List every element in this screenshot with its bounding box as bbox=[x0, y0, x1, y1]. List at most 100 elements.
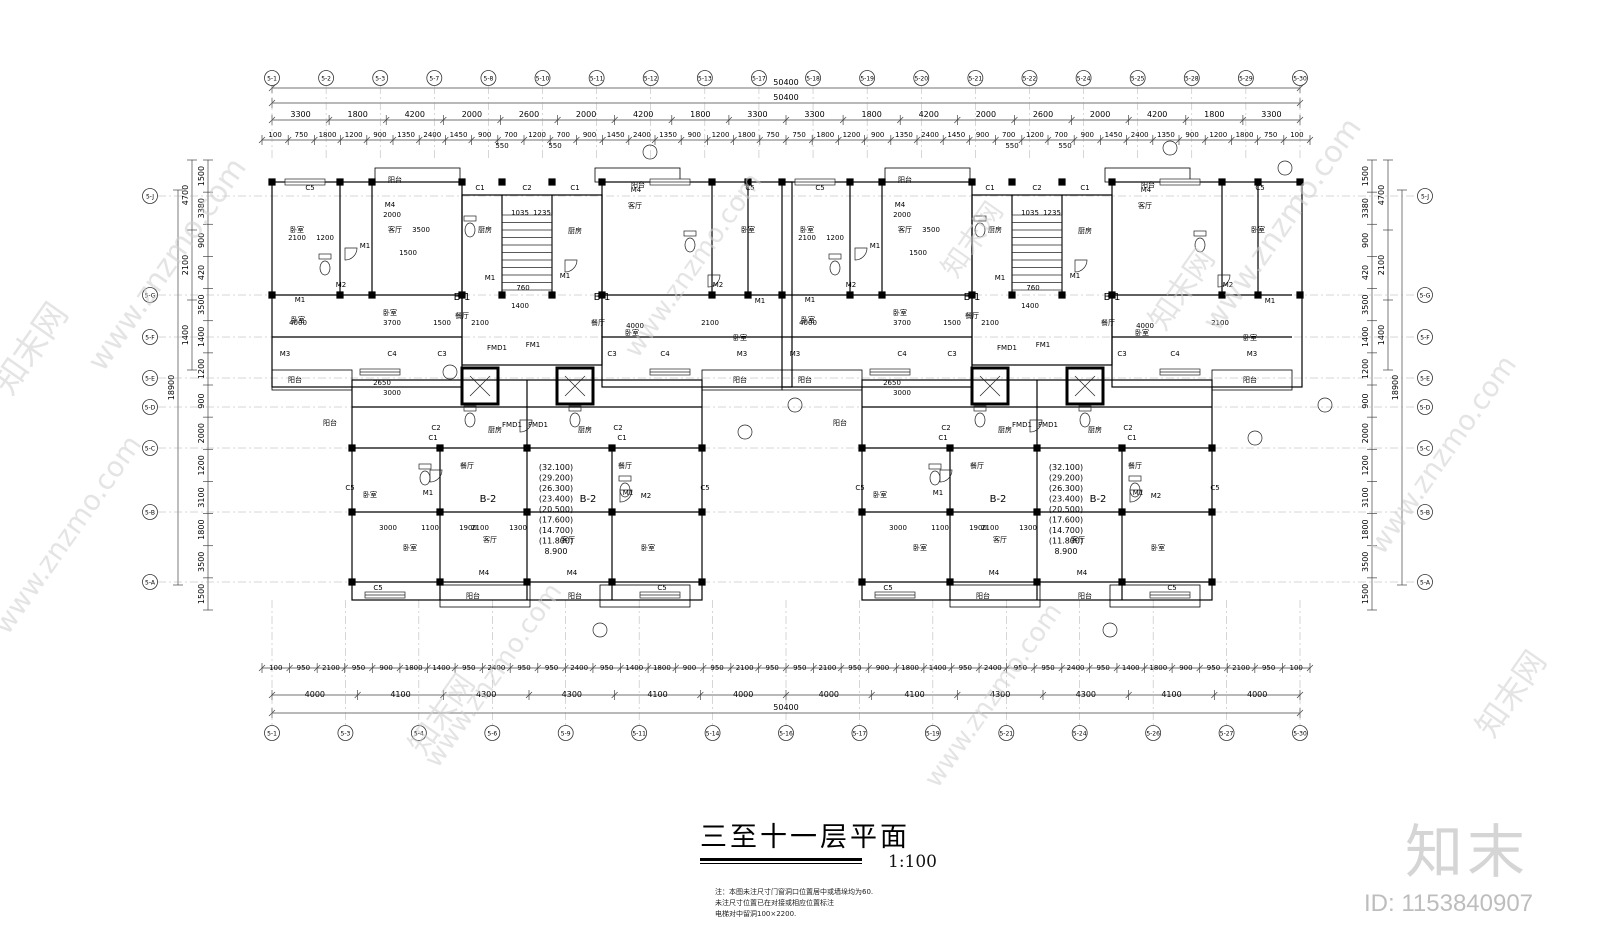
axis-top-bubble bbox=[1129, 70, 1146, 86]
dim-top-openings-slash bbox=[363, 136, 371, 144]
structural-column bbox=[878, 291, 886, 299]
dim-left-detail-label: 1200 bbox=[197, 359, 206, 379]
sanitary-fixture bbox=[974, 222, 986, 238]
axis-bottom-bubble bbox=[1145, 725, 1162, 741]
opening-label: M1 bbox=[1265, 297, 1276, 305]
balcony-outline bbox=[594, 167, 681, 183]
dim-top-openings-label: 750 bbox=[766, 131, 779, 139]
axis-top-bubble-label: 5-2 bbox=[321, 76, 331, 83]
dim-top-openings-slash bbox=[835, 136, 842, 144]
balcony-outline bbox=[781, 369, 863, 391]
structural-column bbox=[348, 444, 356, 452]
elevator-core bbox=[1065, 366, 1105, 406]
axis-top-bubble-label: 5-11 bbox=[590, 76, 604, 83]
watermark-url: www.znzmo.com bbox=[919, 598, 1069, 794]
dim-right-detail-label: 1400 bbox=[1361, 327, 1370, 347]
dim-bottom-openings-slash bbox=[258, 664, 266, 672]
sanitary-fixture bbox=[1079, 412, 1091, 428]
opening-label: M1 bbox=[755, 297, 766, 305]
axis-top-bubble-label: 5-29 bbox=[1239, 76, 1253, 83]
axis-top-bubble bbox=[967, 70, 984, 86]
balcony-outline bbox=[439, 584, 531, 608]
balcony-outline bbox=[1109, 584, 1201, 608]
dim-top-openings-label: 900 bbox=[1081, 131, 1094, 139]
structural-column bbox=[523, 508, 531, 516]
room-label: 卧室 bbox=[641, 543, 655, 552]
elevator-core bbox=[460, 366, 500, 406]
dim-top-openings-slash bbox=[887, 136, 895, 144]
elevation-label: (29.200) bbox=[539, 474, 573, 483]
dim-bottom-openings-label: 100 bbox=[1290, 664, 1303, 672]
opening-label: M4 bbox=[385, 201, 396, 209]
room-label: 厨房 bbox=[568, 226, 582, 235]
axis-top-bubble bbox=[1021, 70, 1038, 86]
opening-label: C5 bbox=[745, 184, 754, 192]
building-walls bbox=[268, 167, 1304, 608]
balcony-outline bbox=[1211, 369, 1293, 391]
opening-label: M3 bbox=[1247, 350, 1258, 358]
dim-bottom-openings-slash bbox=[755, 664, 762, 672]
dim-bottom-openings-label: 2400 bbox=[570, 664, 588, 672]
dim-top-openings-slash bbox=[1097, 136, 1104, 144]
door-swing bbox=[1074, 259, 1088, 273]
note-line-3: 电梯对中留洞100×2200. bbox=[715, 910, 797, 918]
structural-column bbox=[744, 291, 752, 299]
structural-column bbox=[368, 178, 376, 186]
elevation-label: (29.200) bbox=[1049, 474, 1083, 483]
axis-bottom-bubble-label: 5-30 bbox=[1293, 731, 1307, 738]
room-label: 厨房 bbox=[998, 425, 1012, 434]
room-label: 厨房 bbox=[578, 425, 592, 434]
fixture-tank bbox=[1128, 475, 1142, 482]
opening-label: C2 bbox=[431, 424, 440, 432]
dim-top-bays-slash bbox=[668, 116, 676, 124]
structural-column bbox=[336, 291, 344, 299]
structural-column bbox=[1108, 291, 1116, 299]
structural-column bbox=[1218, 291, 1226, 299]
structural-column bbox=[878, 178, 886, 186]
sanitary-fixture bbox=[464, 412, 476, 428]
opening-label: M4 bbox=[895, 201, 906, 209]
room-dimension: 550 bbox=[548, 142, 561, 150]
room-label: 餐厅 bbox=[618, 461, 632, 470]
dim-bottom-openings-slash bbox=[451, 664, 459, 672]
axis-bottom-bubble bbox=[851, 725, 868, 741]
room-dimension: 1035 bbox=[511, 209, 529, 217]
structural-column bbox=[268, 291, 276, 299]
dim-right-detail-label: 3500 bbox=[1361, 294, 1370, 314]
dim-top-openings-slash bbox=[730, 136, 737, 144]
leader-circle bbox=[787, 397, 803, 413]
sanitary-fixture bbox=[319, 260, 331, 276]
axis-right-bubble-label: 5-C bbox=[1420, 446, 1430, 453]
opening-label: C1 bbox=[570, 184, 579, 192]
opening-label: C1 bbox=[985, 184, 994, 192]
dim-top-openings-slash bbox=[494, 136, 502, 144]
axis-top-bubble-label: 5-13 bbox=[698, 76, 712, 83]
dim-bottom-openings-slash bbox=[975, 664, 983, 672]
balcony-outline bbox=[599, 584, 691, 608]
room-label: 卧室 bbox=[893, 308, 907, 317]
dim-bottom-bays-slash bbox=[1296, 691, 1304, 699]
dim-top-openings-label: 750 bbox=[295, 131, 308, 139]
axis-top-bubble-label: 5-25 bbox=[1131, 76, 1145, 83]
axis-right-bubble-label: 5-J bbox=[1421, 194, 1429, 201]
dim-top-openings-label: 900 bbox=[478, 131, 491, 139]
dim-bottom-openings-label: 950 bbox=[848, 664, 861, 672]
axis-top-bubble-label: 5-1 bbox=[267, 76, 277, 83]
dim-top-openings-slash bbox=[913, 136, 921, 144]
structural-column bbox=[946, 444, 954, 452]
opening-label: C5 bbox=[1210, 484, 1219, 492]
room-label: 卧室 bbox=[1251, 225, 1265, 234]
structural-column bbox=[458, 178, 466, 186]
dim-bottom-openings-slash bbox=[589, 664, 597, 672]
dim-top-openings-label: 1200 bbox=[528, 131, 546, 139]
structural-column bbox=[498, 178, 506, 186]
axis-left-bubble bbox=[142, 399, 158, 415]
room-label: 厨房 bbox=[1088, 425, 1102, 434]
dim-bottom-bays-label: 4000 bbox=[819, 690, 839, 699]
room-dimension: 4000 bbox=[626, 322, 644, 330]
dim-bottom-openings-slash bbox=[644, 664, 652, 672]
dim-bottom-openings-label: 1400 bbox=[432, 664, 450, 672]
dim-top-openings-label: 1450 bbox=[1105, 131, 1123, 139]
